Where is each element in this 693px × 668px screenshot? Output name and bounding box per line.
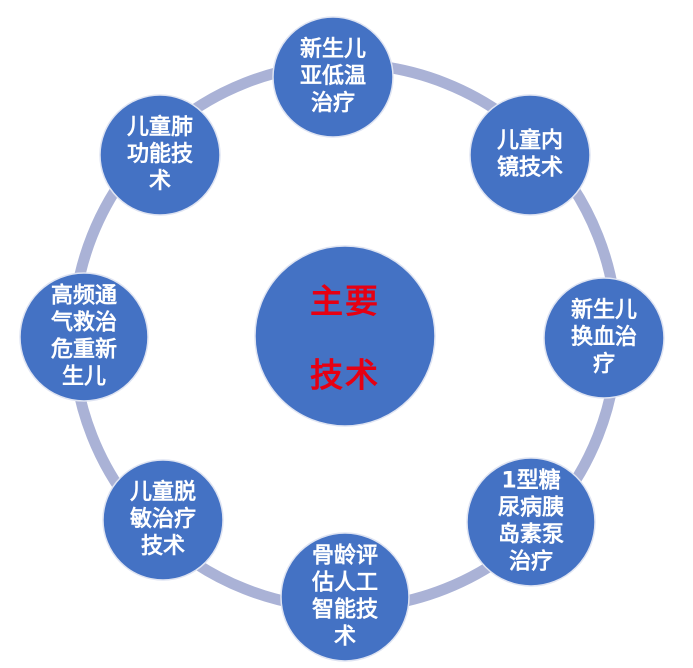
node-circle (466, 457, 596, 587)
center-circle (254, 245, 436, 427)
node-label-line: 疗 (593, 351, 615, 377)
node-label-line: 敏治疗 (129, 506, 196, 532)
node-label-line: 治疗 (509, 549, 553, 575)
node-label-line: 尿病胰 (498, 495, 564, 521)
node-circle (102, 459, 224, 581)
node-label-line: 儿童脱 (129, 479, 196, 505)
nodes-layer: 新生儿亚低温治疗儿童内镜技术新生儿换血治疗1型糖尿病胰岛素泵治疗骨龄评估人工智能… (19, 16, 665, 662)
node-circle (99, 94, 221, 216)
center-label-line-1: 主要 (310, 282, 380, 321)
node-label-line: 治疗 (311, 90, 355, 116)
node-circle (19, 272, 149, 402)
node-label-line: 智能技 (312, 597, 379, 623)
node-label-line: 1型糖 (501, 468, 560, 494)
center-node: 主要 技术 (254, 245, 436, 427)
node-label-line: 岛素泵 (498, 522, 564, 548)
node-circle (280, 532, 410, 662)
node-label-line: 新生儿 (571, 297, 637, 323)
node-label-line: 术 (334, 625, 356, 650)
node-circle (272, 16, 394, 138)
node-label-line: 危重新 (51, 337, 117, 363)
node-label-line: 估人工 (311, 571, 378, 596)
node-label-line: 亚低温 (300, 64, 366, 89)
node-circle (543, 277, 665, 399)
node-label-line: 新生儿 (300, 36, 366, 62)
node-label-line: 气救治 (50, 310, 117, 336)
node-circle (469, 94, 591, 216)
node-label-line: 换血治 (571, 324, 637, 350)
node-label-line: 功能技 (127, 141, 194, 167)
node-label-line: 镜技术 (497, 155, 563, 181)
node-label-line: 儿童肺 (126, 114, 193, 140)
node-label-line: 术 (149, 169, 171, 194)
node-label-line: 儿童内 (496, 128, 563, 154)
node-label-line: 技术 (141, 534, 185, 559)
center-label-line-2: 技术 (310, 356, 380, 395)
node-label-line: 骨龄评 (312, 543, 378, 569)
node-label-line: 高频通 (51, 283, 117, 309)
node-label-line: 生儿 (62, 365, 106, 390)
